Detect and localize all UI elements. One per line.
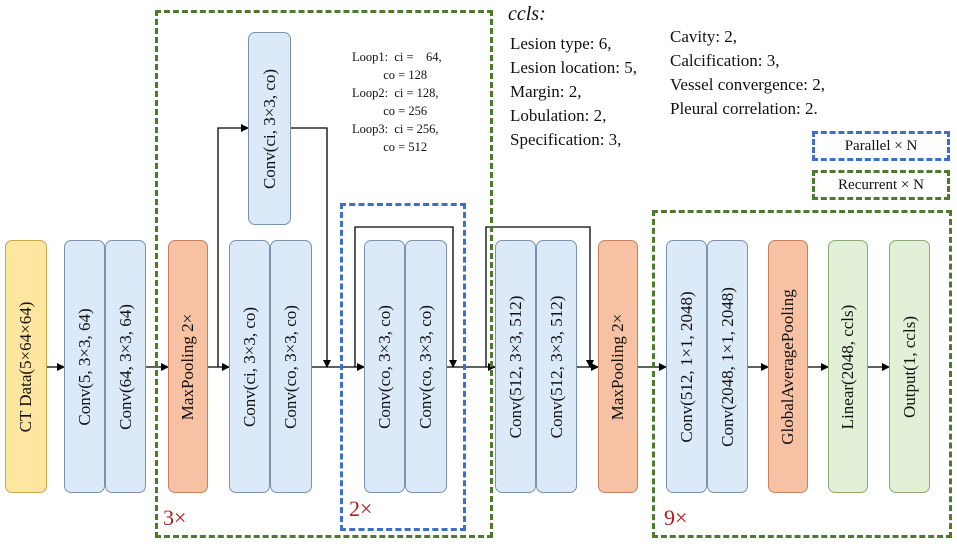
arrow-top-conv-down [291, 127, 331, 368]
class-count-item: Margin: 2, [510, 82, 582, 101]
stem-conv2-block: Conv(64, 3×3, 64) [105, 240, 146, 493]
output-label: Output(1, ccls) [899, 315, 919, 418]
class-count-list-left: Lesion type: 6, Lesion location: 5, Marg… [510, 32, 637, 152]
stem-conv1-block: Conv(5, 3×3, 64) [64, 240, 105, 493]
deep-conv1-block: Conv(512, 1×1, 2048) [666, 240, 707, 493]
class-count-list-right: Cavity: 2, Calcification: 3, Vessel conv… [670, 25, 825, 121]
loop-repeat-count: 3× [163, 505, 187, 530]
mid-conv1-block: Conv(512, 3×3, 512) [495, 240, 536, 493]
recurrent-group-box [340, 203, 466, 531]
output-block: Output(1, ccls) [889, 240, 930, 493]
class-count-item: Lesion location: 5, [510, 58, 638, 77]
legend-parallel: Parallel × N [812, 131, 950, 161]
loop-conv-top-block: Conv(ci, 3×3, co) [248, 32, 291, 225]
deep-conv1-label: Conv(512, 1×1, 2048) [676, 290, 696, 443]
linear-label: Linear(2048, ccls) [838, 304, 857, 429]
deep-conv2-block: Conv(2048, 1×1, 2048) [707, 240, 748, 493]
mid-conv1-label: Conv(512, 3×3, 512) [505, 295, 525, 438]
loop-group-box [155, 10, 493, 538]
arrow-recurrent-loop [354, 226, 457, 368]
mid-conv2-block: Conv(512, 3×3, 512) [536, 240, 577, 493]
maxpool2-label: MaxPooling 2× [608, 313, 627, 420]
loop-channel-note: Loop1: ci = 64, co = 128 Loop2: ci = 128… [352, 50, 442, 154]
recurrent-conv2-label: Conv(co, 3×3, co) [416, 304, 435, 429]
deep-group-box [652, 210, 952, 538]
loop-conv2-label: Conv(co, 3×3, co) [281, 304, 300, 429]
loop-conv1-label: Conv(ci, 3×3, co) [239, 306, 259, 427]
global-average-pooling-block: GlobalAveragePooling [768, 240, 808, 493]
maxpool1-block: MaxPooling 2× [168, 240, 208, 493]
loop-conv2-block: Conv(co, 3×3, co) [270, 240, 312, 493]
loop-conv1-block: Conv(ci, 3×3, co) [229, 240, 270, 493]
linear-block: Linear(2048, ccls) [828, 240, 868, 493]
class-count-item: Vessel convergence: 2, [670, 75, 825, 94]
stem-conv1-label: Conv(5, 3×3, 64) [74, 307, 94, 426]
deep-conv2-label: Conv(2048, 1×1, 2048) [717, 286, 737, 447]
inner-repeat-count: 2× [349, 496, 373, 521]
input-block: CT Data(5×64×64) [5, 240, 47, 493]
arrow-branch-to-top-conv [217, 124, 249, 367]
maxpool1-label: MaxPooling 2× [178, 313, 197, 420]
class-count-title: ccls: [508, 3, 546, 25]
class-count-item: Cavity: 2, [670, 27, 738, 46]
global-average-pooling-label: GlobalAveragePooling [778, 288, 797, 445]
stem-conv2-label: Conv(64, 3×3, 64) [115, 303, 135, 430]
class-count-item: Lobulation: 2, [510, 106, 607, 125]
loop-conv-top-label: Conv(ci, 3×3, co) [259, 68, 279, 189]
class-count-item: Pleural correlation: 2. [670, 99, 818, 118]
legend-recurrent: Recurrent × N [812, 170, 950, 200]
deep-repeat-count: 9× [664, 505, 688, 530]
arrow-skip-loop [485, 226, 594, 368]
input-label: CT Data(5×64×64) [16, 301, 35, 432]
class-count-item: Calcification: 3, [670, 51, 780, 70]
class-count-item: Lesion type: 6, [510, 34, 612, 53]
class-count-item: Specification: 3, [510, 130, 622, 149]
recurrent-conv2-block: Conv(co, 3×3, co) [405, 240, 447, 493]
mid-conv2-label: Conv(512, 3×3, 512) [546, 295, 566, 438]
recurrent-conv1-block: Conv(co, 3×3, co) [364, 240, 405, 493]
maxpool2-block: MaxPooling 2× [598, 240, 638, 493]
recurrent-conv1-label: Conv(co, 3×3, co) [374, 304, 394, 429]
